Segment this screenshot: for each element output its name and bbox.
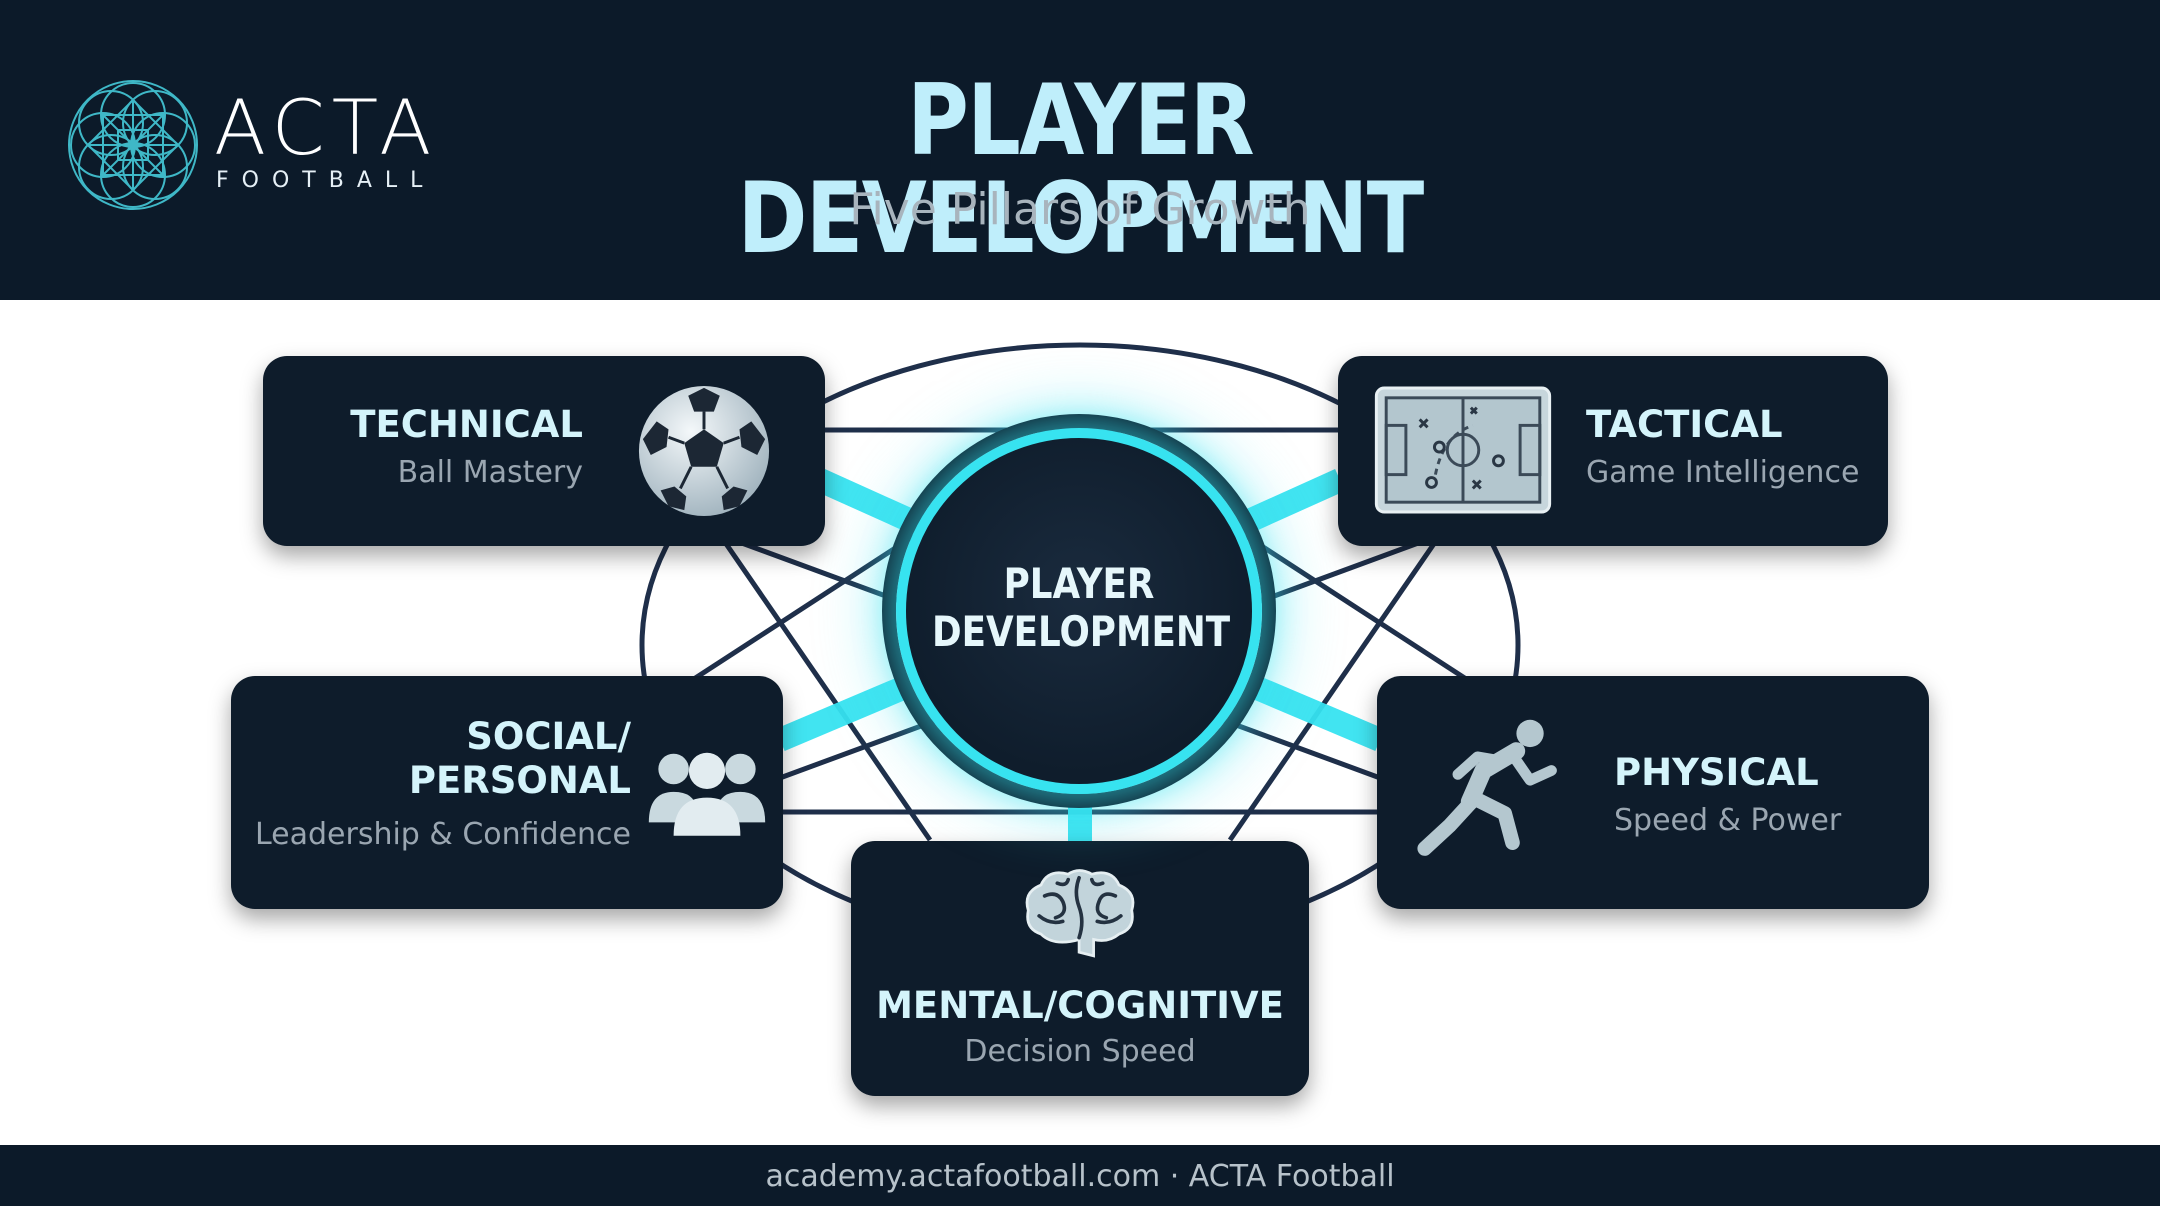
hub-label-line1: PLAYER [1003,559,1155,608]
pillar-title: TACTICAL [1586,403,1783,446]
pillar-title: MENTAL/COGNITIVE [876,984,1284,1027]
page-title: PLAYER DEVELOPMENT [737,64,1424,276]
header-banner: ACTA FOOTBALL PLAYER DEVELOPMENT Five Pi… [0,0,2160,300]
pillar-subtitle: Leadership & Confidence [254,817,631,852]
pillar-subtitle: Speed & Power [1614,803,1842,838]
logo-wordmark: ACTA [214,83,439,172]
pillar-subtitle: Decision Speed [964,1034,1196,1069]
group-icon [648,752,766,836]
pillar-card-social-personal[interactable]: SOCIAL/ PERSONAL Leadership & Confidence [231,676,783,909]
logo-subtext: FOOTBALL [216,168,436,193]
pillar-subtitle: Game Intelligence [1586,455,1860,490]
tactics-board-icon [1374,386,1552,514]
central-hub[interactable]: PLAYER DEVELOPMENT [896,428,1262,794]
pillars-diagram: TECHNICAL Ball Mastery [0,300,2160,1145]
pillar-card-tactical[interactable]: TACTICAL Game Intelligence [1338,356,1888,546]
acta-logo[interactable]: ACTA FOOTBALL [66,78,466,214]
pillar-title: TECHNICAL [350,403,583,446]
page-subtitle: Five Pillars of Growth [849,184,1311,235]
hub-label: PLAYER DEVELOPMENT [931,559,1231,657]
soccer-ball-icon [638,385,770,517]
geometric-logo-icon [68,80,198,210]
pillar-card-technical[interactable]: TECHNICAL Ball Mastery [263,356,825,546]
footer-link[interactable]: academy.actafootball.com · ACTA Football [765,1159,1395,1194]
sprinter-icon [1417,719,1557,856]
footer-bar: academy.actafootball.com · ACTA Football [0,1145,2160,1206]
pillar-card-mental-cognitive[interactable]: MENTAL/COGNITIVE Decision Speed [851,841,1309,1096]
pillar-title-line2: PERSONAL [408,759,631,802]
pillar-title-line1: SOCIAL/ [466,715,631,758]
pillar-subtitle: Ball Mastery [397,455,583,490]
pillar-card-physical[interactable]: PHYSICAL Speed & Power [1377,676,1929,909]
pillar-title: PHYSICAL [1614,751,1819,794]
hub-spokes [775,469,1385,845]
hub-label-line2: DEVELOPMENT [931,607,1231,657]
brain-icon [1025,869,1135,958]
